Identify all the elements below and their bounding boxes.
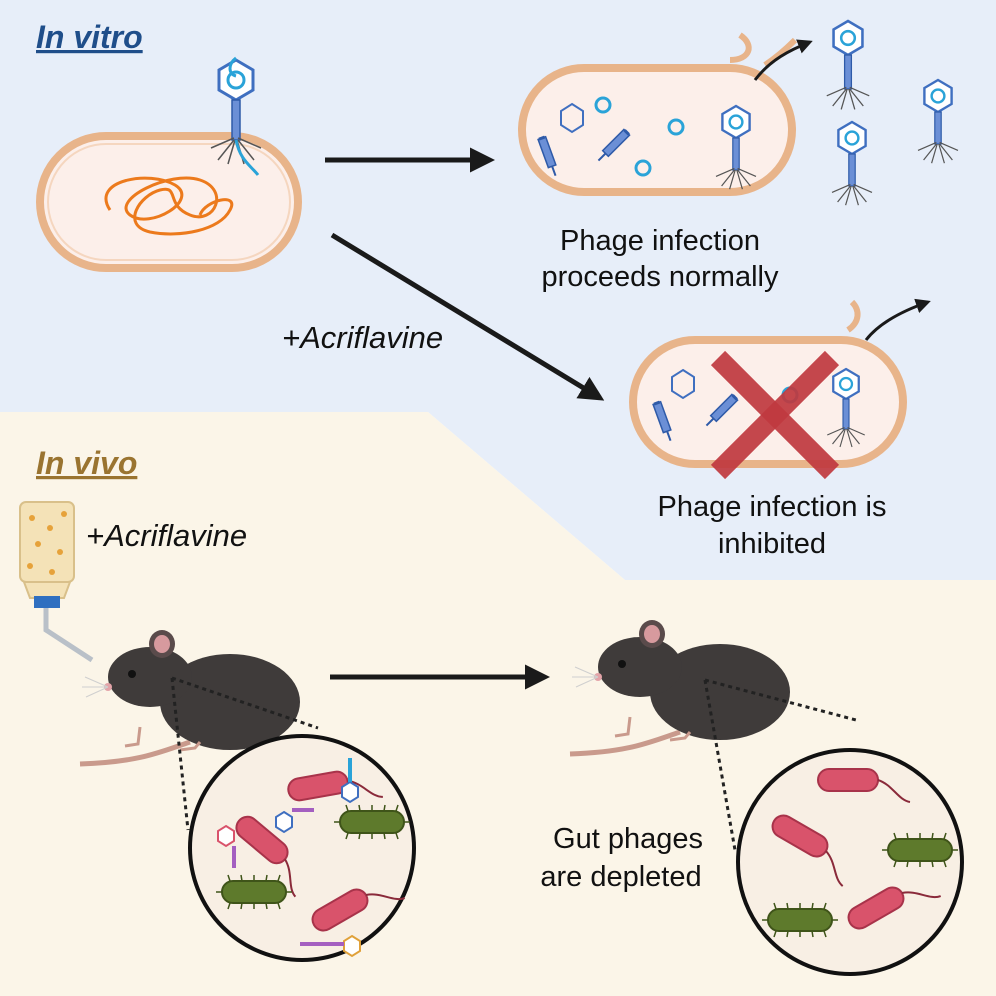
phage-capsid-icon <box>560 102 584 134</box>
lysis-arrow <box>864 298 931 341</box>
outcome-vivo-line1: Gut phages <box>553 823 703 855</box>
gut-phage-icon <box>341 758 359 804</box>
phage-injecting-icon <box>209 56 263 176</box>
gut-microbiome-after <box>736 748 964 976</box>
outcome-vivo-line2: are depleted <box>540 861 701 893</box>
outcome-inhibited-line1: Phage infection is <box>658 491 887 523</box>
in-vitro-heading: In vitro <box>36 19 143 55</box>
inhibition-cross-icon <box>710 350 840 480</box>
acriflavine-label-vivo: +Acriflavine <box>86 518 247 553</box>
bacterial-cell-initial <box>36 132 302 272</box>
gut-phage-icon <box>275 808 314 834</box>
phage-genome-icon <box>634 159 652 177</box>
acriflavine-label-vitro: +Acriflavine <box>282 320 443 355</box>
water-bottle-icon <box>19 501 94 663</box>
gut-microbiome-before <box>188 734 416 962</box>
bacterial-dna-icon <box>104 176 234 236</box>
phage-genome-icon <box>667 118 685 136</box>
outcome-normal-line1: Phage infection <box>560 225 760 257</box>
phage-genome-icon <box>594 96 612 114</box>
outcome-normal-line2: proceeds normally <box>542 261 779 293</box>
phage-capsid-icon <box>671 368 695 400</box>
lysis-arrow <box>753 39 813 81</box>
outcome-inhibited-line2: inhibited <box>718 528 826 560</box>
arrow-to-inhibited <box>330 232 605 401</box>
zoom-lines-before <box>170 676 319 831</box>
gut-phage-icon <box>300 934 361 958</box>
in-vivo-heading: In vivo <box>36 445 137 481</box>
zoom-lines-after <box>703 678 857 851</box>
infected-cell-normal <box>518 32 798 196</box>
gut-phage-icon <box>217 824 236 868</box>
